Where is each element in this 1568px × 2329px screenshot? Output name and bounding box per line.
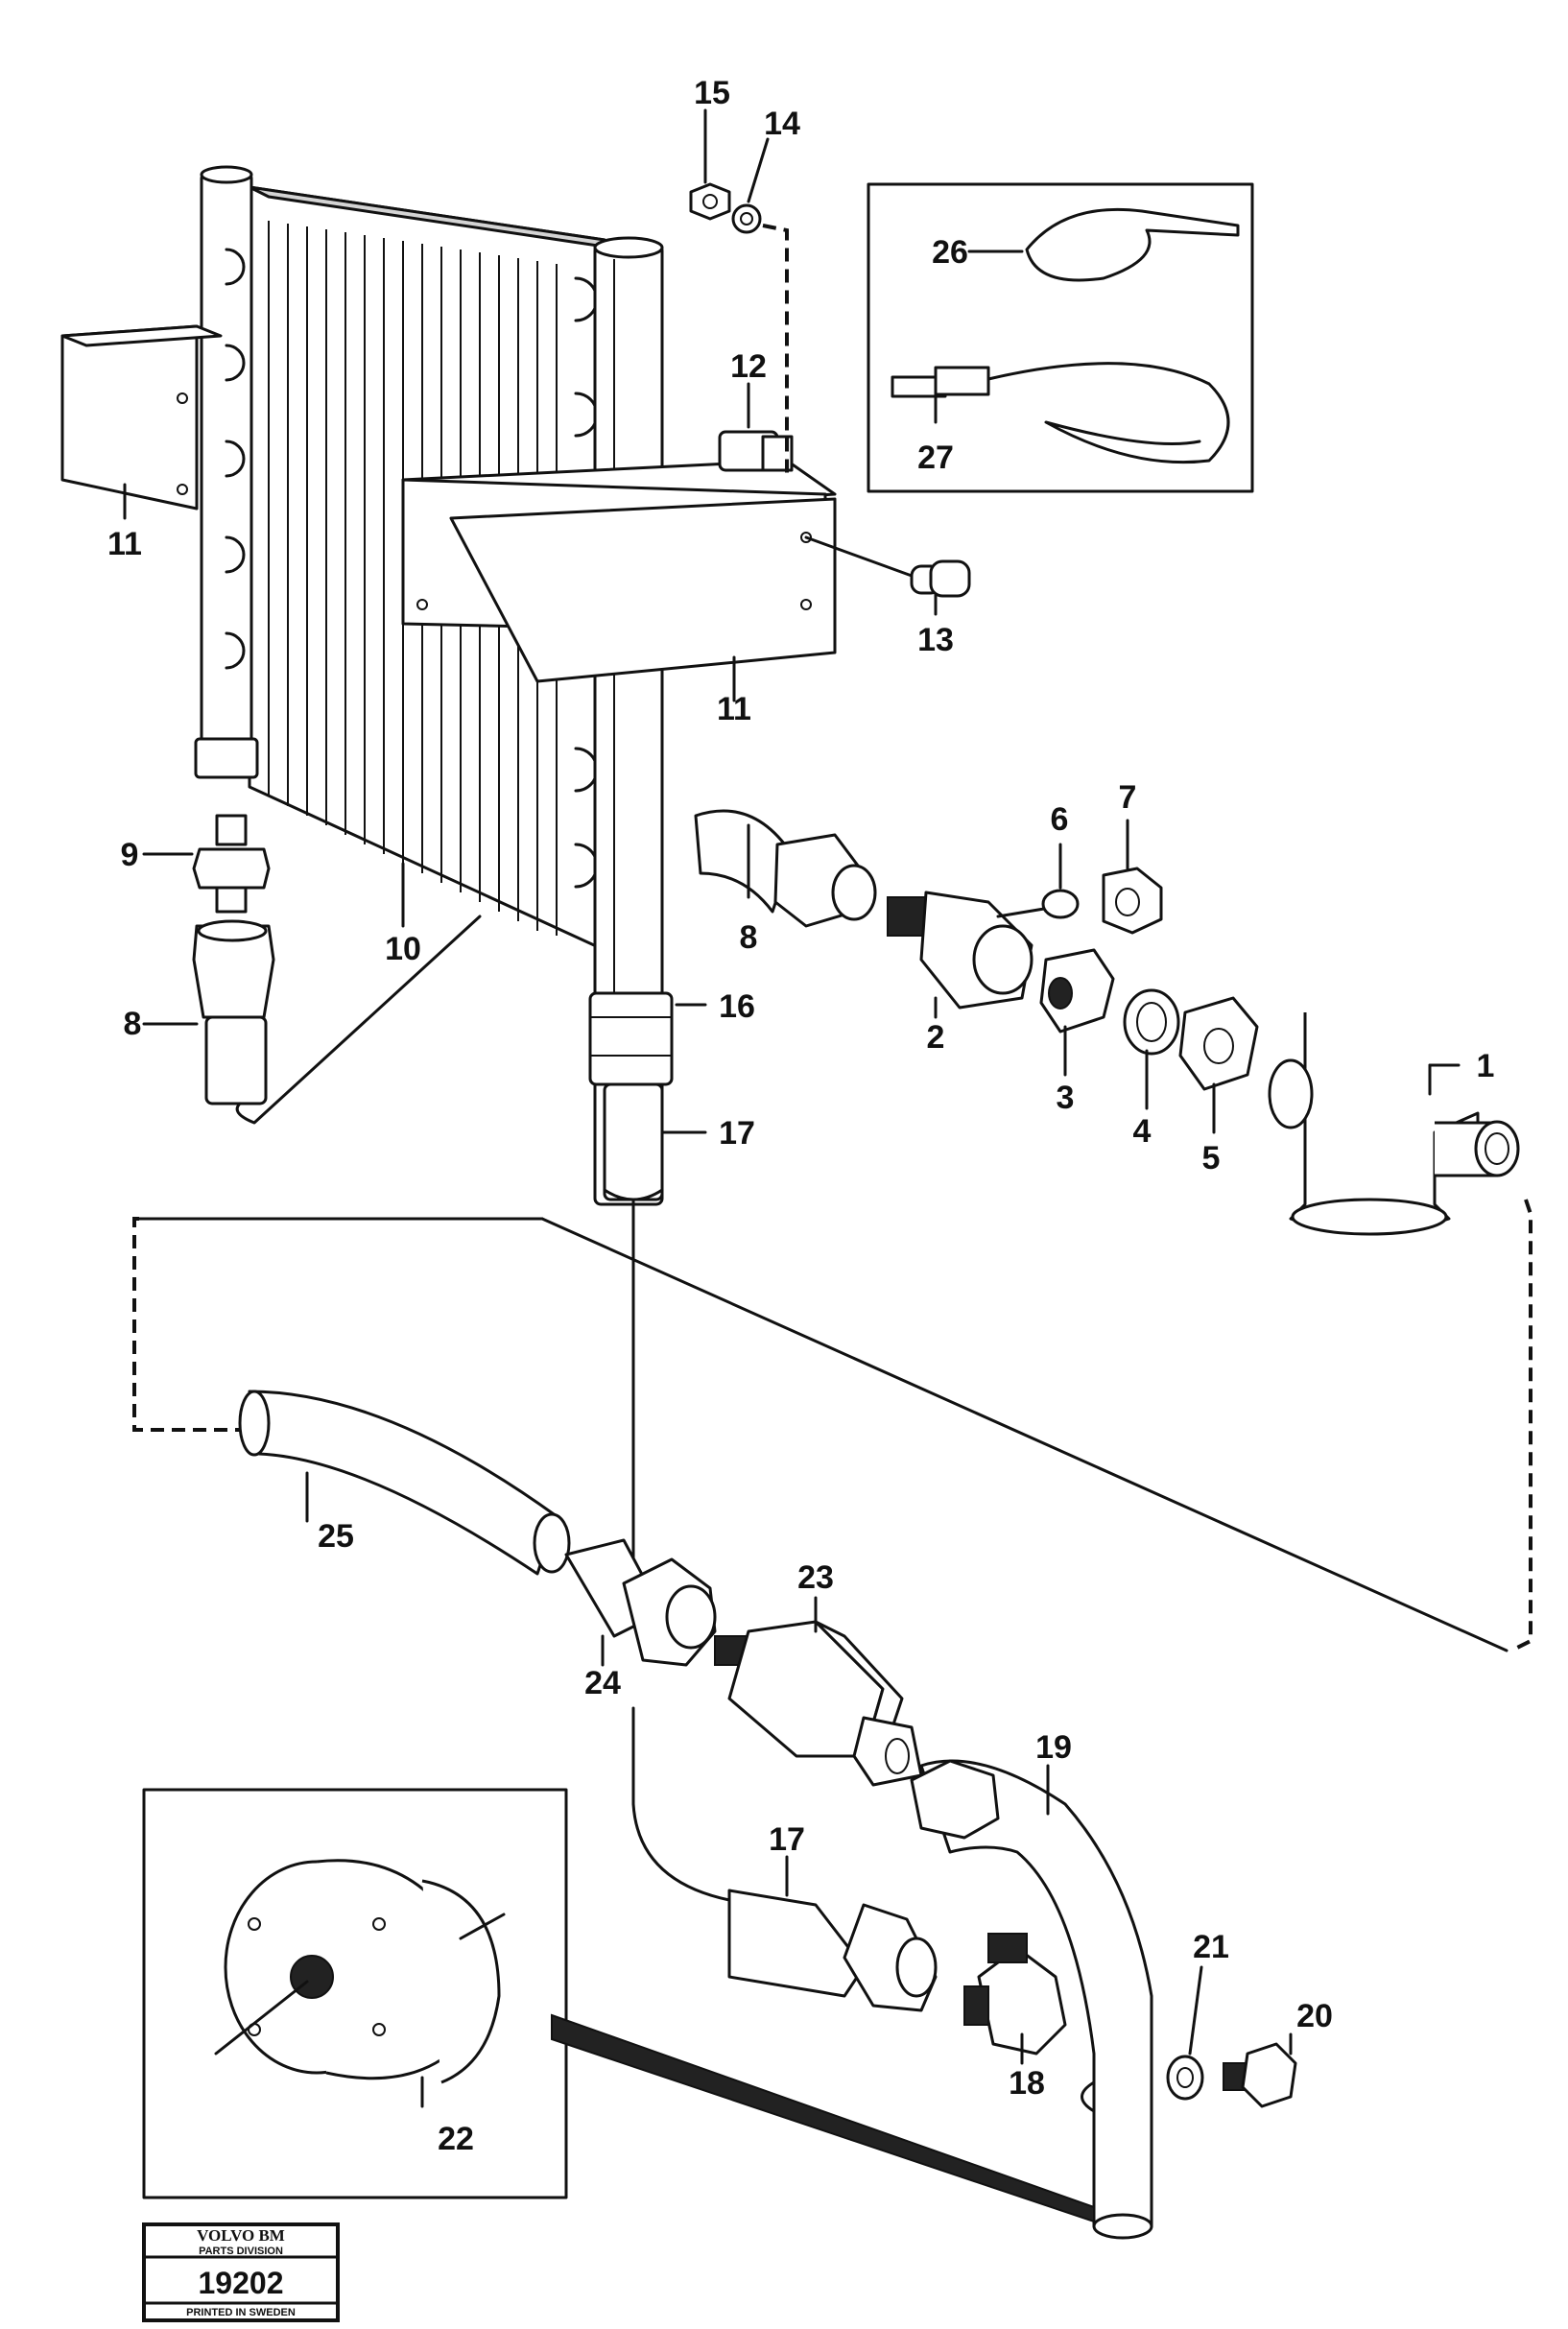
- callout-11-left: 11: [107, 526, 142, 562]
- shaded-strip: [551, 2013, 1095, 2223]
- right-bracket: [401, 459, 837, 683]
- callout-27: 27: [917, 440, 954, 476]
- callout-19: 19: [1035, 1729, 1072, 1766]
- callout-2: 2: [927, 1019, 945, 1056]
- hose-8-right: [694, 809, 877, 928]
- inset-cable-ties: [867, 182, 1254, 493]
- callout-17-upper: 17: [719, 1115, 755, 1152]
- dashed-left-loop: [132, 1217, 245, 1432]
- plug-6: [1041, 889, 1080, 919]
- callout-22: 22: [438, 2121, 474, 2157]
- elbow-2: [887, 891, 1057, 1010]
- callout-14: 14: [764, 106, 800, 142]
- callout-18: 18: [1009, 2065, 1045, 2102]
- nipple-9: [192, 814, 271, 914]
- callout-23: 23: [797, 1559, 834, 1596]
- clamp-12: [718, 430, 794, 472]
- hose-17-lower: [631, 1706, 938, 2012]
- bolt-13: [804, 535, 971, 598]
- callout-15: 15: [694, 75, 730, 111]
- callout-24: 24: [584, 1665, 621, 1701]
- hose-8-left: [192, 915, 482, 1125]
- leader-lines: [123, 108, 1461, 2108]
- hose-25: [238, 1390, 571, 1576]
- fitting-24: [564, 1538, 717, 1667]
- nut-15: [689, 182, 731, 221]
- callout-17-lower: 17: [769, 1821, 805, 1858]
- callout-1: 1: [1477, 1048, 1495, 1084]
- callout-16: 16: [719, 988, 755, 1025]
- inset-valve-detail: [142, 1788, 568, 2199]
- washer-4: [1123, 988, 1180, 1056]
- nut-7: [1102, 867, 1163, 935]
- callout-10: 10: [385, 931, 421, 967]
- callout-8-right: 8: [740, 919, 758, 956]
- union-3: [1039, 948, 1115, 1034]
- callout-7: 7: [1119, 779, 1137, 816]
- hose-17-upper: [603, 1082, 664, 1566]
- callout-13: 13: [917, 622, 954, 658]
- stamp-number: 19202: [199, 2266, 284, 2300]
- callout-labels: 1 2 3 4 5 6 7 8 8 9 10 11 11 12 13 14 15…: [107, 75, 1494, 2157]
- callout-21: 21: [1193, 1929, 1229, 1965]
- dash-14-12: [762, 224, 789, 480]
- callout-4: 4: [1133, 1113, 1152, 1150]
- callout-5: 5: [1202, 1140, 1221, 1176]
- stamp-brand: VOLVO BM: [197, 2226, 285, 2245]
- callout-12: 12: [730, 348, 767, 385]
- stamp-printed: PRINTED IN SWEDEN: [186, 2307, 296, 2318]
- callout-9: 9: [121, 837, 139, 873]
- union-5: [1178, 996, 1259, 1091]
- callout-6: 6: [1051, 801, 1069, 838]
- callout-3: 3: [1057, 1080, 1075, 1116]
- pipe-tee-1: [1268, 1012, 1520, 1236]
- stamp-division: PARTS DIVISION: [199, 2246, 283, 2257]
- elbow-18: [963, 1933, 1067, 2056]
- washer-14: [731, 203, 762, 234]
- left-bracket: [60, 324, 223, 511]
- washer-21: [1166, 2055, 1204, 2101]
- callout-8-left: 8: [124, 1006, 142, 1042]
- parts-stamp: VOLVO BM PARTS DIVISION 19202 PRINTED IN…: [142, 2222, 340, 2322]
- dashed-right-loop: [1510, 1199, 1532, 1652]
- callout-25: 25: [318, 1518, 354, 1555]
- main-pipe-line: [540, 1217, 1509, 1652]
- valve-23: [714, 1620, 923, 1787]
- callout-20: 20: [1296, 1998, 1333, 2034]
- connector-16: [588, 991, 674, 1086]
- plug-20: [1223, 2042, 1297, 2108]
- left-header-tube: [194, 165, 259, 779]
- callout-11-right: 11: [717, 691, 751, 727]
- callout-26: 26: [932, 234, 968, 271]
